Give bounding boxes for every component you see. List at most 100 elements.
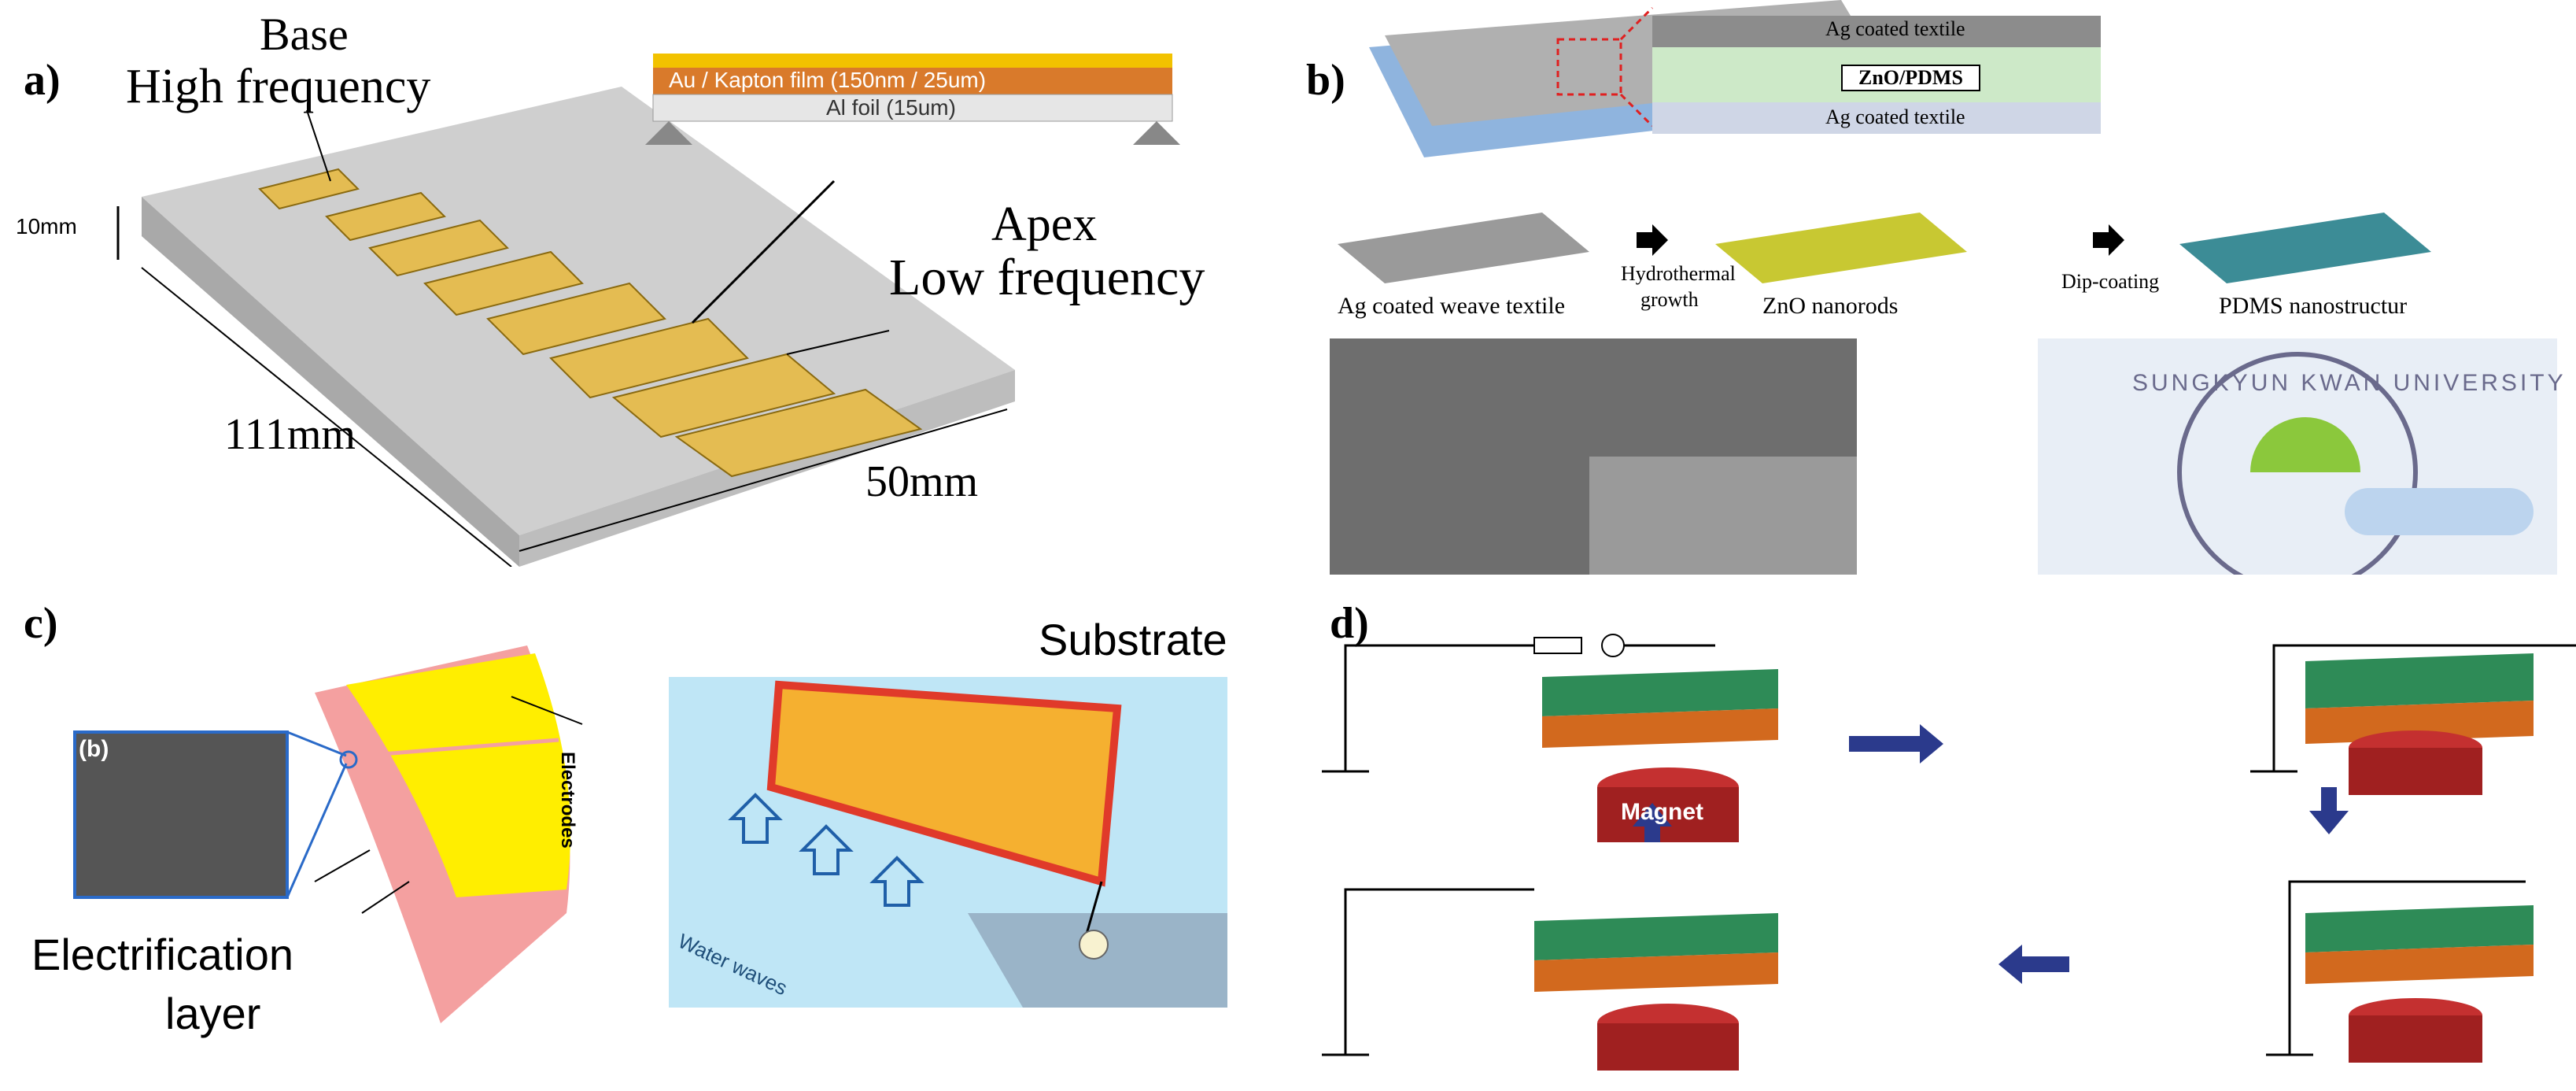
panel-a-drawing	[116, 54, 1180, 567]
wave-arrow-1	[728, 793, 783, 844]
sem-inset	[73, 730, 289, 899]
wave-arrows	[728, 793, 924, 907]
panel-b-drawing	[1330, 0, 2557, 575]
electrodes-label: Electrodes	[557, 752, 578, 849]
apex-pointer-line	[786, 330, 890, 355]
panel-d-drawing	[1322, 634, 2576, 1071]
step2-label: ZnO nanorods	[1762, 293, 1899, 319]
layer-green-tl	[1542, 669, 1778, 716]
circuit-wire-tr	[2272, 644, 2576, 771]
layer-green-tr	[2305, 653, 2534, 708]
dim-length-label: 111mm	[224, 410, 356, 459]
beam-3	[368, 219, 509, 277]
panel-b: b) Ag coated textile ZnO/PDMS Ag coated …	[1275, 0, 2576, 575]
arrow1-label-line1: Hydrothermal	[1621, 262, 1736, 285]
legend-support-left	[645, 121, 692, 145]
wave-arrow-3	[869, 856, 924, 907]
base-block-front	[142, 197, 519, 567]
electrode-shape	[346, 653, 570, 897]
inset-top-label: Ag coated textile	[1825, 17, 1965, 40]
layer-orange-tl	[1542, 708, 1778, 748]
light-bulb	[1079, 930, 1109, 960]
resistor-tl	[1533, 637, 1582, 654]
legend-au-layer	[653, 54, 1172, 68]
pointer-line	[691, 179, 836, 324]
magnet-label: Magnet	[1621, 799, 1703, 825]
device-bottom-left	[1322, 888, 1778, 1071]
step1-label: Ag coated weave textile	[1338, 293, 1566, 319]
legend-al-layer	[652, 94, 1173, 122]
gloved-hand	[2345, 488, 2534, 535]
cantilever-beams	[258, 168, 923, 478]
base-title: Base	[260, 9, 349, 60]
electrification-label-line1: Electrification	[31, 930, 294, 979]
layer-green-br	[2305, 905, 2534, 952]
inset-bottom-textile	[1652, 102, 2101, 134]
panel-b-label: b)	[1306, 56, 1345, 105]
panel-d: d)	[1275, 582, 2576, 1091]
circuit-wire-br	[2288, 880, 2526, 1055]
dim-width-label: 50mm	[865, 457, 979, 506]
university-logo-text: SUNGKYUN KWAN UNIVERSITY	[2132, 370, 2567, 396]
legend-bottom-label: Al foil (15um)	[826, 95, 956, 120]
magnet-body-bl	[1597, 1023, 1739, 1071]
logo-ring	[2177, 352, 2418, 575]
dim-length-line	[141, 267, 512, 567]
apex-subtitle: Low frequency	[889, 249, 1205, 306]
panel-a: a) Base High frequency Apex	[0, 0, 1275, 567]
zoom-line-top	[1619, 6, 1654, 41]
process-arrow-1	[1637, 224, 1668, 256]
process-arrow-2	[2093, 224, 2124, 256]
wire	[1084, 881, 1103, 938]
magnet-body-tl	[1597, 787, 1739, 842]
beam-8	[674, 388, 923, 478]
beam-4	[423, 250, 584, 316]
beam-7	[611, 353, 836, 438]
cycle-arrow-up	[1633, 803, 1672, 842]
zno-block	[1715, 213, 1967, 283]
sem-link-bottom	[286, 763, 348, 898]
device-top-right	[2250, 644, 2576, 795]
sem-inset-image	[1589, 457, 1857, 575]
layer-green-bl	[1534, 913, 1778, 960]
electrodes-pointer-2	[511, 696, 583, 725]
inset-top-textile	[1652, 16, 2101, 47]
beam-5	[486, 282, 666, 356]
beam-1	[258, 168, 360, 210]
layer-orange-tr	[2305, 701, 2534, 744]
wave-arrow-2	[799, 824, 854, 875]
panel-d-label: d)	[1330, 599, 1369, 648]
arrow2-label: Dip-coating	[2061, 270, 2160, 293]
circuit-wire-tl	[1344, 644, 1542, 771]
inset-bottom-label: Ag coated textile	[1825, 105, 1965, 128]
apex-title: Apex	[991, 198, 1098, 251]
cycle-arrow-right	[1849, 724, 1943, 764]
device-top-left	[1322, 634, 1778, 842]
substrate-label: Substrate	[1039, 615, 1227, 664]
circuit-wire-bl	[1344, 888, 1534, 1055]
layer-orange-br	[2305, 945, 2534, 984]
panel-c: c) (b) Electrodes Electrification layer …	[0, 582, 1275, 1091]
legend-top-label: Au / Kapton film (150nm / 25um)	[669, 68, 987, 92]
zoom-box	[1556, 38, 1622, 96]
beam-2	[325, 191, 446, 242]
electrification-label-line2: layer	[165, 989, 261, 1038]
pdms-block	[2179, 213, 2431, 283]
magnet-body-br	[2349, 1015, 2482, 1063]
sem-focus-circle	[339, 750, 358, 769]
cycle-arrow-left	[1998, 945, 2069, 984]
layer-orange-bl	[1534, 952, 1778, 992]
legend-kapton-layer	[653, 68, 1172, 94]
magnet-body-tr	[2349, 748, 2482, 795]
electrode-gap	[361, 738, 559, 758]
dim-width-line	[519, 409, 1008, 552]
panel-a-label: a)	[24, 56, 61, 105]
step3-label: PDMS nanostructur	[2219, 293, 2408, 319]
sem-link-top	[286, 730, 347, 757]
inset-middle-label: ZnO/PDMS	[1841, 65, 1980, 91]
legend-support-right	[1133, 121, 1180, 145]
panel-c-label: c)	[24, 599, 58, 648]
device-bottom-right	[2266, 880, 2534, 1063]
cycle-arrow-down	[2309, 787, 2349, 834]
ag-weave-block	[1338, 213, 1589, 283]
